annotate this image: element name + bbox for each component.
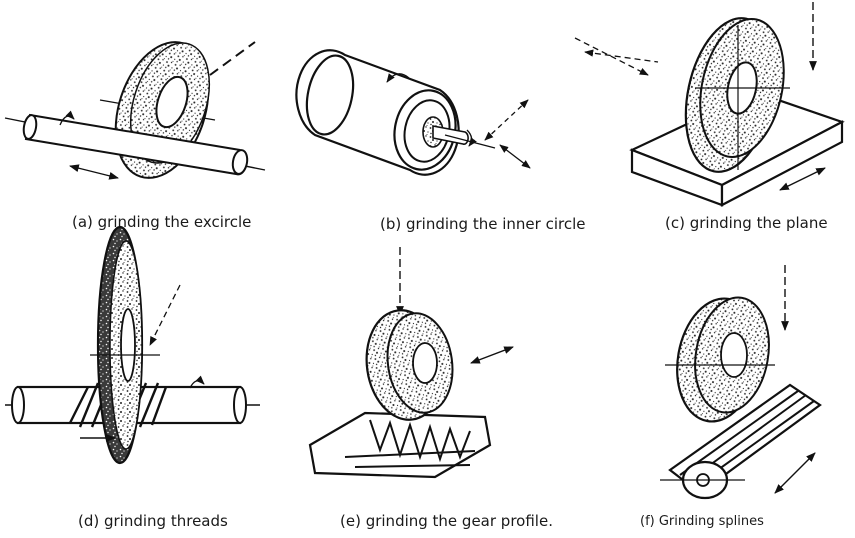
panel-e: (e) grinding the gear profile. bbox=[285, 245, 570, 538]
grinding-wheel-icon bbox=[5, 225, 260, 465]
caption-d: (d) grinding threads bbox=[78, 512, 228, 530]
grinding-wheel-icon bbox=[574, 2, 845, 207]
panel-d: (d) grinding threads bbox=[0, 225, 285, 538]
workpiece-icon bbox=[295, 49, 531, 176]
grinding-wheel-icon bbox=[4, 41, 266, 180]
caption-f: (f) Grinding splines bbox=[640, 514, 764, 529]
caption-e: (e) grinding the gear profile. bbox=[340, 512, 553, 530]
grinding-wheel-icon bbox=[660, 265, 822, 500]
caption-c: (c) grinding the plane bbox=[665, 214, 828, 232]
panel-c: (c) grinding the plane bbox=[570, 0, 855, 245]
gear-teeth bbox=[344, 419, 476, 468]
grinding-wheel-icon bbox=[308, 247, 514, 479]
panel-b: (b) grinding the inner circle bbox=[285, 0, 585, 245]
panel-a: (a) grinding the excircle bbox=[0, 0, 285, 245]
caption-a: (a) grinding the excircle bbox=[72, 213, 252, 231]
caption-b: (b) grinding the inner circle bbox=[380, 215, 586, 233]
panel-f: (f) Grinding splines bbox=[570, 245, 855, 538]
